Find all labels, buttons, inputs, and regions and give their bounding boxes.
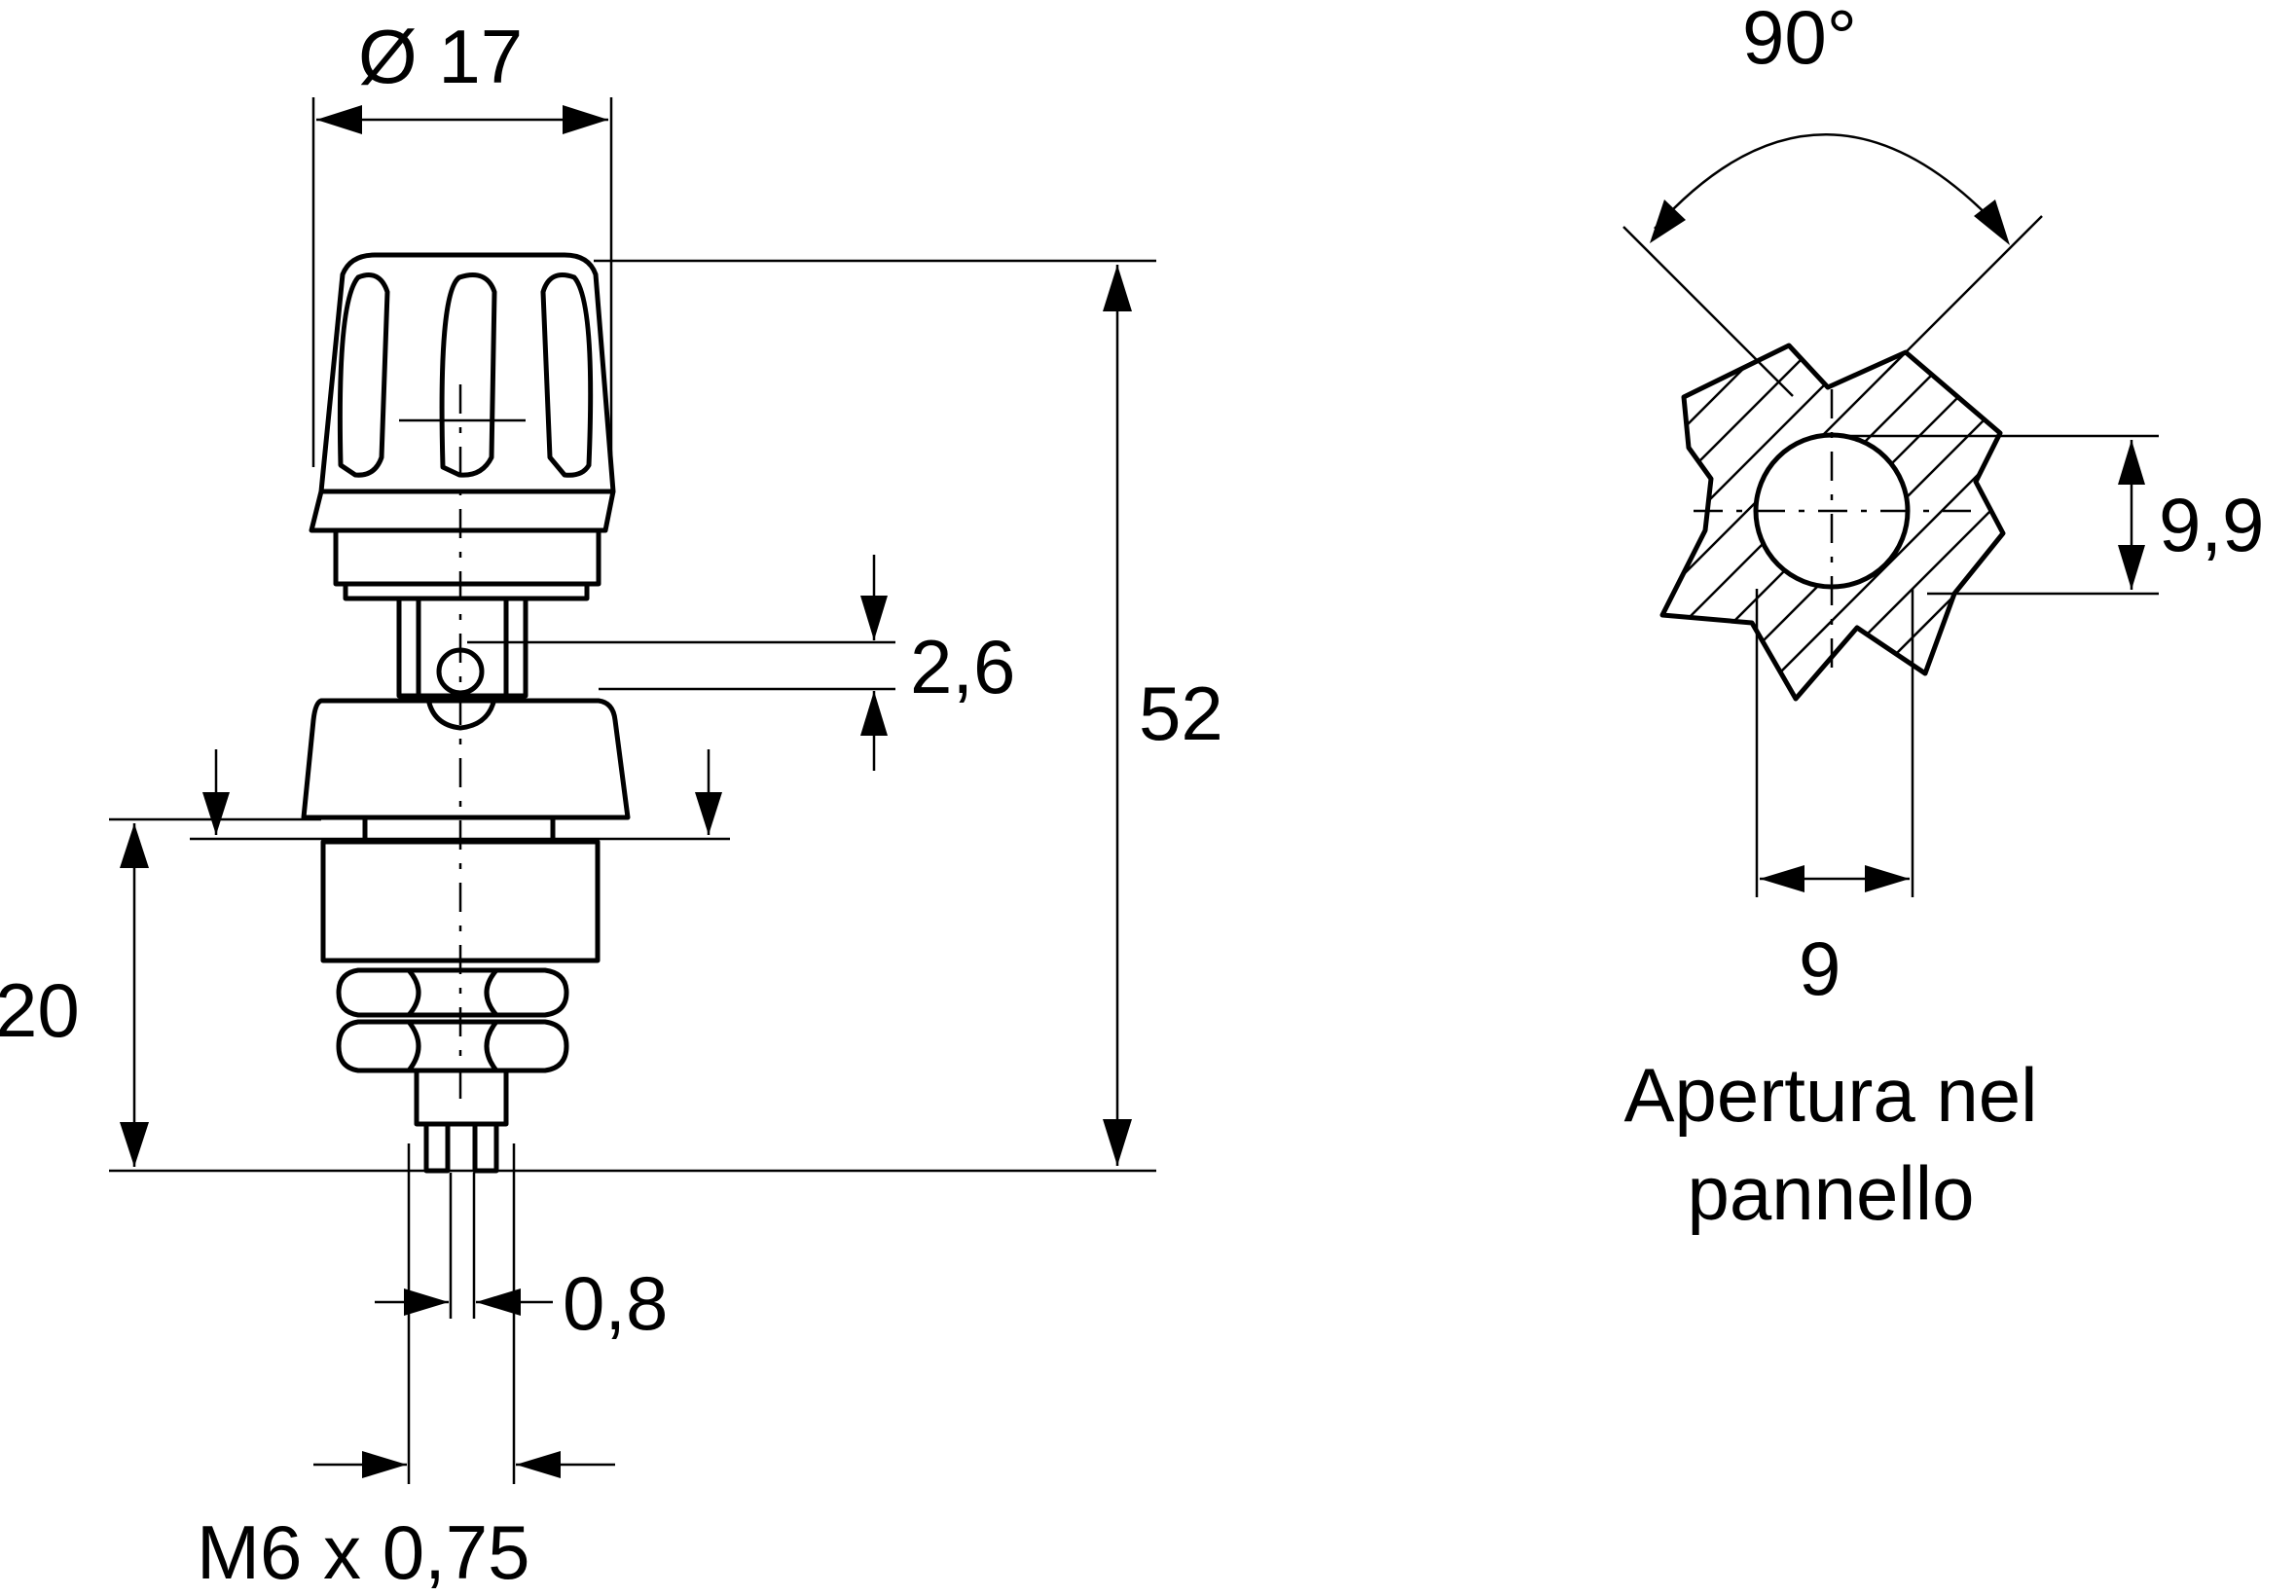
angle-label: 90° bbox=[1742, 0, 1857, 80]
insulating-body bbox=[301, 698, 631, 820]
dimension-pin-gap: 2,6 bbox=[467, 555, 1015, 771]
hole-height-label: 9,9 bbox=[2159, 482, 2264, 567]
knurled-cap bbox=[318, 252, 616, 494]
dimension-diameter: Ø 17 bbox=[311, 14, 613, 467]
stem bbox=[396, 596, 528, 699]
cap-collar bbox=[333, 527, 601, 587]
total-height-label: 52 bbox=[1139, 671, 1223, 756]
dimension-hole-width: 9 bbox=[1755, 589, 1914, 1011]
caption-line-2: pannello bbox=[1688, 1150, 1975, 1236]
dimension-pin-width: 0,8 bbox=[375, 1173, 668, 1346]
dimension-hole-height: 9,9 bbox=[1830, 434, 2264, 596]
cap-band bbox=[309, 490, 616, 533]
dimension-angle: 90° bbox=[1622, 0, 2043, 397]
opening-outline bbox=[1659, 343, 2006, 702]
caption-line-1: Apertura nel bbox=[1624, 1052, 2038, 1138]
dimension-thread: M6 x 0,75 bbox=[197, 1143, 615, 1595]
dimension-panel-height: 20 bbox=[0, 749, 730, 1167]
hex-nuts bbox=[336, 967, 569, 1073]
binding-post bbox=[301, 252, 631, 1174]
thread-label: M6 x 0,75 bbox=[197, 1509, 530, 1595]
pin-width-label: 0,8 bbox=[563, 1260, 668, 1346]
pin-gap-label: 2,6 bbox=[910, 624, 1015, 709]
panel-height-label: 20 bbox=[0, 967, 80, 1053]
hole-width-label: 9 bbox=[1799, 925, 1840, 1011]
dimension-total-height: 52 bbox=[109, 259, 1223, 1173]
diameter-label: Ø 17 bbox=[358, 14, 523, 99]
panel-opening: 90° 9,9 9 Apertura nel pannello bbox=[1622, 0, 2264, 1236]
